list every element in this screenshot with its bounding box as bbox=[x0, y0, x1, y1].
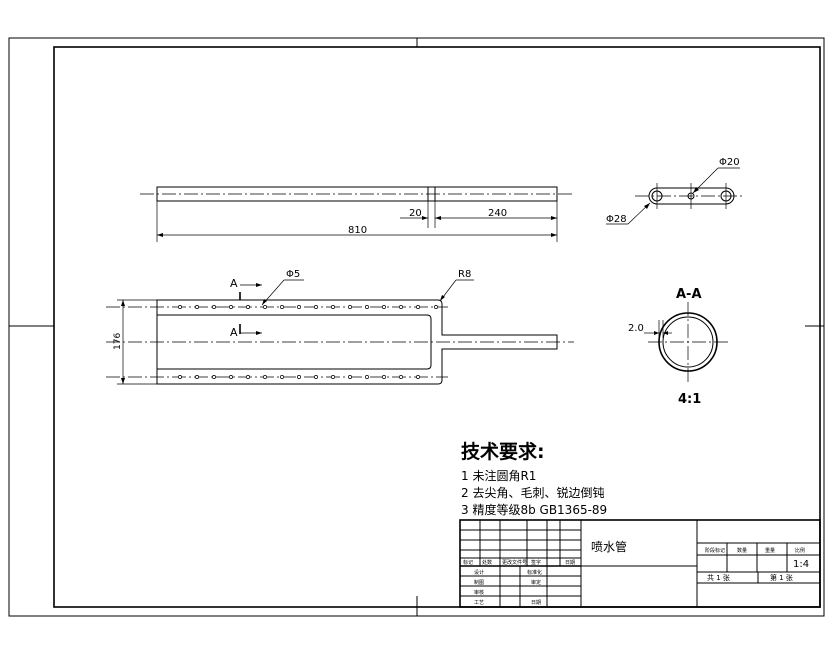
top-view bbox=[140, 186, 574, 242]
dim-810: 810 bbox=[348, 225, 367, 236]
section-mark-top: A bbox=[230, 277, 238, 290]
role-approve: 审定 bbox=[531, 579, 541, 586]
dim-d28: Φ28 bbox=[606, 214, 627, 225]
note-1: 1 未注圆角R1 bbox=[461, 468, 536, 483]
outer-frame bbox=[8, 37, 825, 617]
notes-title: 技术要求: bbox=[461, 440, 545, 463]
dim-240: 240 bbox=[488, 208, 507, 219]
total-sheets: 共 1 张 bbox=[707, 573, 730, 582]
drawing-scale: 1:4 bbox=[793, 559, 809, 570]
part-name: 喷水管 bbox=[591, 539, 627, 554]
rev-header-sign: 签字 bbox=[531, 559, 541, 566]
spray-holes-bottom bbox=[178, 375, 420, 379]
sheet-number: 第 1 张 bbox=[770, 573, 793, 582]
role-process: 工艺 bbox=[474, 600, 484, 606]
grid-header-weight: 重量 bbox=[765, 547, 775, 554]
section-title: A-A bbox=[676, 287, 702, 302]
title-block bbox=[459, 519, 821, 608]
grid-header-qty: 数量 bbox=[737, 547, 747, 554]
role-standard: 标准化 bbox=[527, 569, 542, 576]
rev-header-docno: 更改文件号 bbox=[502, 559, 527, 566]
role-design: 设计 bbox=[474, 569, 484, 576]
inner-frame bbox=[53, 46, 821, 608]
dim-20: 20 bbox=[409, 208, 422, 219]
dim-d20: Φ20 bbox=[719, 157, 740, 168]
section-aa bbox=[644, 302, 730, 382]
note-3: 3 精度等级8b GB1365-89 bbox=[461, 502, 607, 517]
rev-header-date: 日期 bbox=[565, 560, 575, 566]
grid-header-scale: 比例 bbox=[795, 547, 805, 554]
role-draft: 制图 bbox=[474, 579, 484, 586]
end-view bbox=[606, 167, 744, 225]
front-view bbox=[106, 279, 574, 385]
dim-r8: R8 bbox=[458, 269, 471, 280]
grid-header-stage: 阶段标记 bbox=[705, 547, 725, 554]
rev-header-mark: 标记 bbox=[463, 559, 473, 566]
rev-header-count: 处数 bbox=[482, 559, 492, 566]
dim-d5: Φ5 bbox=[286, 269, 300, 280]
dim-wall: 2.0 bbox=[628, 323, 644, 334]
note-2: 2 去尖角、毛刺、锐边倒钝 bbox=[461, 486, 604, 500]
role-date: 日期 bbox=[531, 600, 541, 606]
section-scale: 4:1 bbox=[678, 392, 701, 407]
spray-holes-top bbox=[178, 305, 438, 309]
section-mark-bottom: A bbox=[230, 326, 238, 339]
role-review: 审核 bbox=[474, 589, 484, 596]
centering-marks bbox=[9, 38, 824, 616]
dim-176: 176 bbox=[113, 333, 123, 350]
